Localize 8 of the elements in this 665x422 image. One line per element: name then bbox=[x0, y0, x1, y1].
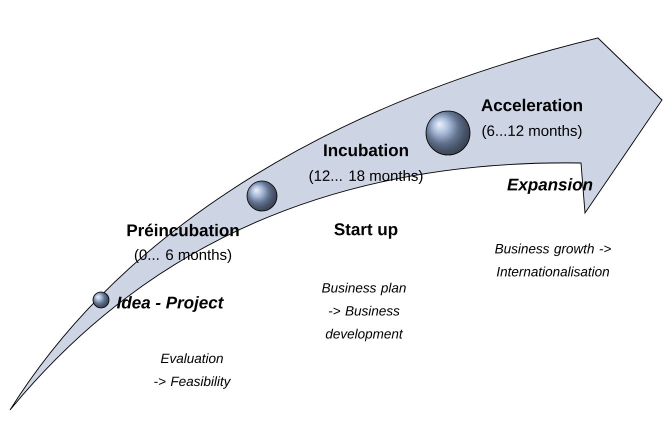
stage-title: Incubation bbox=[324, 144, 408, 156]
duration-text: (6...12 months) bbox=[482, 125, 582, 139]
stage-title: Acceleration bbox=[481, 98, 582, 112]
description-text: Business plan -> Business development bbox=[322, 282, 406, 342]
description-text: Business growth -> Internationalisation bbox=[495, 244, 611, 276]
phase-title: Idea - Project bbox=[116, 296, 224, 312]
description-text: Evaluation -> Feasibility bbox=[154, 353, 232, 389]
phase-title: Start up bbox=[334, 223, 398, 239]
